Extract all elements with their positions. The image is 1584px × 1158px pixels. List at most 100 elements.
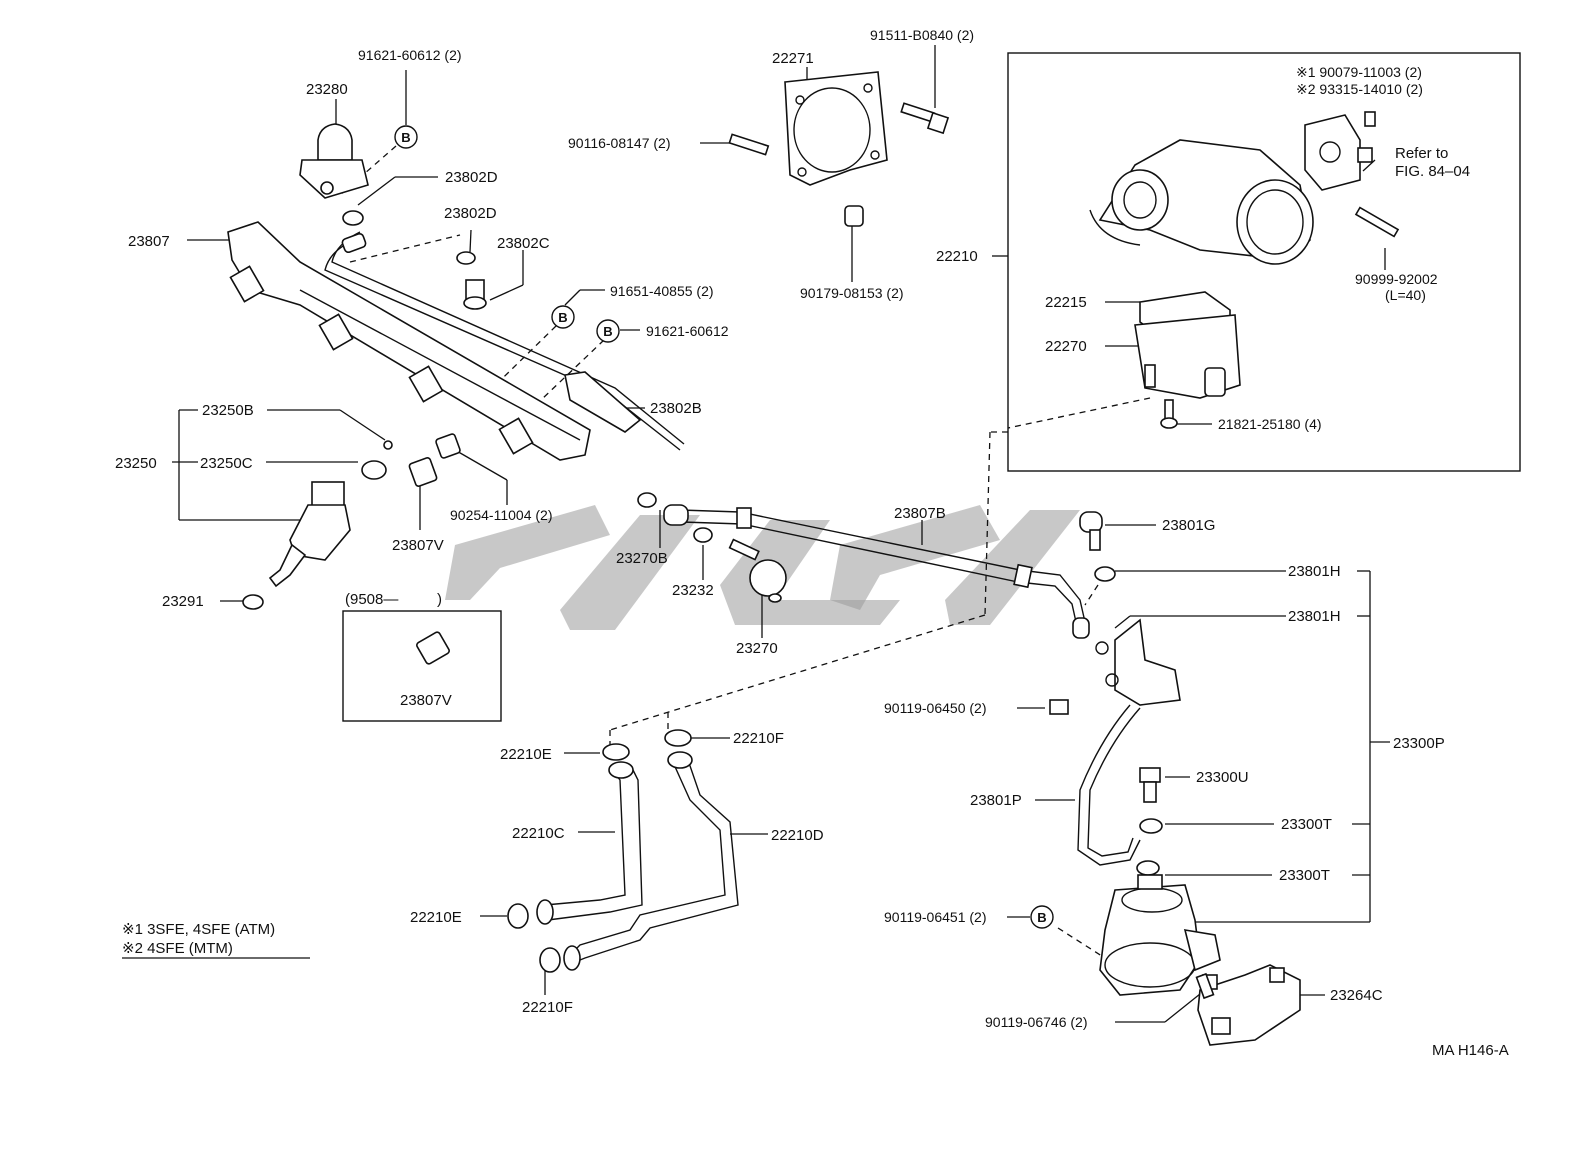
hose-clips-22210E-22210F [507, 729, 692, 973]
b-marker: B [1030, 905, 1054, 929]
callout-23270: 23270 [736, 640, 778, 657]
stud-bolt-90116 [728, 133, 770, 156]
callout-22210F: 22210F [733, 730, 784, 747]
union-23801G [1079, 511, 1103, 551]
fuel-injector-23250 [242, 440, 393, 610]
callout-23807: 23807 [128, 233, 170, 250]
gasket-23802D [342, 210, 476, 265]
b-marker: B [394, 125, 418, 149]
water-hoses-22210C-22210D [536, 751, 739, 971]
svg-text:B: B [558, 310, 567, 325]
callout-23291: 23291 [162, 593, 204, 610]
gasket-23300T [1136, 818, 1163, 876]
callout-23250C: 23250C [200, 455, 253, 472]
callout-23300T: 23300T [1279, 867, 1330, 884]
bolt-21821 [1160, 399, 1178, 429]
callout-22270: 22270 [1045, 338, 1087, 355]
idle-air-control-valve-22270 [1134, 291, 1241, 399]
callout-23802D: 23802D [444, 205, 497, 222]
callout-refer-to: Refer to [1395, 145, 1448, 162]
svg-text:B: B [603, 324, 612, 339]
callout-23807B: 23807B [894, 505, 946, 522]
callout-22210D: 22210D [771, 827, 824, 844]
callout-23807V-inset: 23807V [400, 692, 452, 709]
callout-90999-92002: 90999-92002 [1355, 271, 1438, 287]
callout-23250B: 23250B [202, 402, 254, 419]
leader-lines [172, 45, 1390, 1023]
throttle-position-sensor [1304, 111, 1376, 191]
figure-code: MA H146-A [1432, 1042, 1509, 1059]
legend-note-1: ※1 3SFE, 4SFE (ATM) [122, 921, 275, 938]
throttle-body-22210 [1089, 139, 1314, 265]
callout-90116-08147: 90116-08147 (2) [568, 135, 670, 151]
callout-9508: (9508— [345, 591, 398, 608]
callout-90079-11003: ※1 90079-11003 (2) [1296, 64, 1422, 80]
pin-90999 [1354, 206, 1400, 238]
callout-21821-25180: 21821-25180 (4) [1218, 416, 1322, 432]
callout-23802C: 23802C [497, 235, 550, 252]
throttle-body-group-box [1007, 52, 1521, 472]
callout-23250: 23250 [115, 455, 157, 472]
svg-text:B: B [401, 130, 410, 145]
fuel-pressure-damper-23280 [299, 123, 369, 199]
callout-93315-14010: ※2 93315-14010 (2) [1296, 81, 1423, 97]
insulator-23807V [408, 433, 461, 665]
callout-fig-84-04: FIG. 84–04 [1395, 163, 1470, 180]
legend: ※1 3SFE, 4SFE (ATM) ※2 4SFE (MTM) [122, 921, 310, 959]
callout-23802B: 23802B [650, 400, 702, 417]
callout-23801P: 23801P [970, 792, 1022, 809]
b-marker: B [551, 305, 575, 329]
callout-L40: (L=40) [1385, 287, 1426, 303]
fuel-delivery-pipe-23807 [227, 221, 591, 461]
fuel-filter-23300P [1099, 874, 1221, 996]
callout-91511-B0840: 91511-B0840 (2) [870, 27, 974, 43]
bolt-90119-06746 [1195, 972, 1215, 1000]
callout-91621-60612-2: 91621-60612 (2) [358, 47, 462, 63]
gasket-22271 [784, 71, 888, 186]
callout-23280: 23280 [306, 81, 348, 98]
callout-90254-11004: 90254-11004 (2) [450, 507, 552, 523]
inset-box-9508 [342, 610, 502, 722]
callout-22210F: 22210F [522, 999, 573, 1016]
svg-text:B: B [1037, 910, 1046, 925]
legend-note-2: ※2 4SFE (MTM) [122, 940, 233, 957]
bracket-and-pipe-23801P [1049, 618, 1181, 866]
callout-91651-40855: 91651-40855 (2) [610, 283, 714, 299]
callout-90119-06450: 90119-06450 (2) [884, 700, 986, 716]
callout-23801H: 23801H [1288, 608, 1341, 625]
fuel-hose-23807B [663, 504, 1090, 639]
callout-90119-06451: 90119-06451 (2) [884, 909, 986, 925]
callout-23801H: 23801H [1288, 563, 1341, 580]
bolt-91511 [900, 102, 950, 135]
watermark-logo [445, 505, 1080, 630]
callout-9508-close: ) [437, 591, 442, 608]
callout-23270B: 23270B [616, 550, 668, 567]
callout-22210: 22210 [936, 248, 978, 265]
callout-90179-08153: 90179-08153 (2) [800, 285, 904, 301]
callout-23300P: 23300P [1393, 735, 1445, 752]
callout-90119-06746: 90119-06746 (2) [985, 1014, 1087, 1030]
callout-91621-60612: 91621-60612 [646, 323, 729, 339]
bushing-90179 [844, 205, 864, 227]
callout-labels: 91621-60612 (2) 23280 23802D 23802D 2380… [115, 27, 1470, 1030]
callout-22271: 22271 [772, 50, 814, 67]
callout-23232: 23232 [672, 582, 714, 599]
fuel-return-pipe-23802B [324, 231, 685, 451]
gasket-23270B [637, 492, 713, 543]
bracket-23264C [1197, 964, 1301, 1046]
gasket-23801H [1094, 566, 1116, 582]
callout-22210C: 22210C [512, 825, 565, 842]
callout-22210E: 22210E [500, 746, 552, 763]
callout-23300U: 23300U [1196, 769, 1249, 786]
pulsation-damper-23270 [728, 538, 787, 603]
callout-23802D: 23802D [445, 169, 498, 186]
callout-23801G: 23801G [1162, 517, 1215, 534]
b-marker: B [596, 319, 620, 343]
callout-23807V: 23807V [392, 537, 444, 554]
union-bolt-23300U [1139, 767, 1161, 803]
union-bolt-23802C [463, 279, 487, 310]
callout-22210E: 22210E [410, 909, 462, 926]
callout-22215: 22215 [1045, 294, 1087, 311]
